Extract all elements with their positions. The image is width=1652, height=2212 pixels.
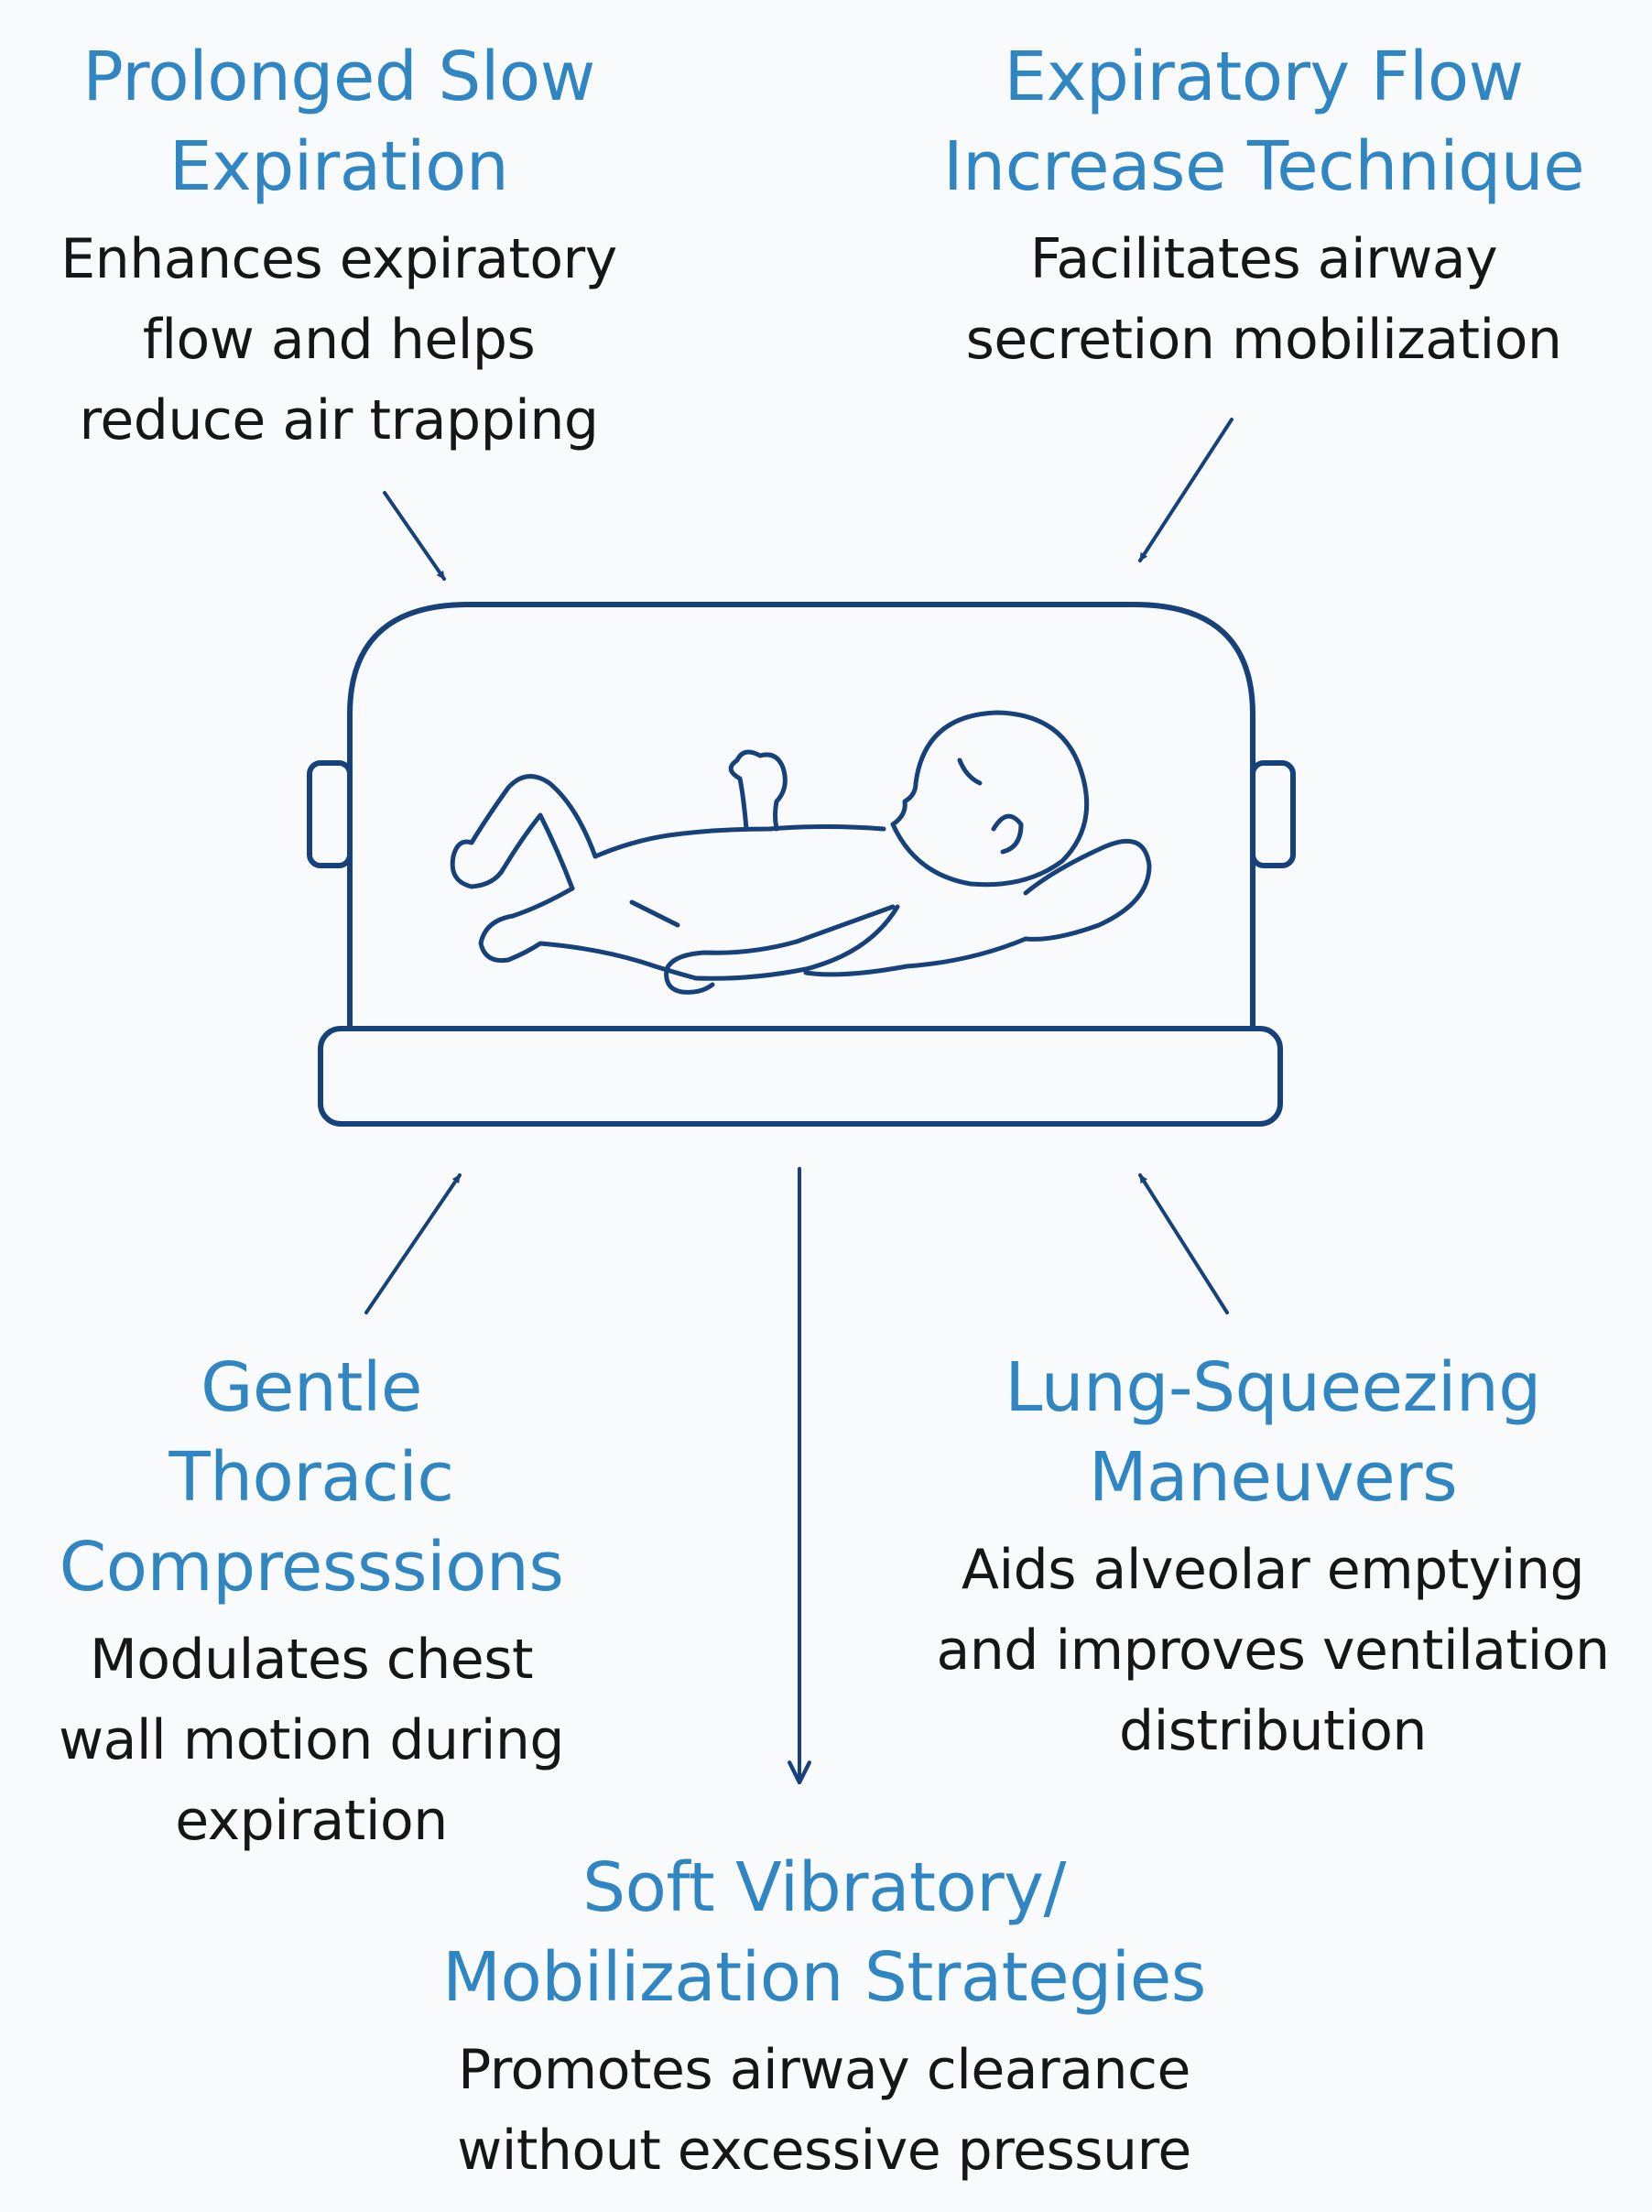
title-line: Gentle bbox=[201, 1348, 422, 1427]
infant-icon bbox=[450, 710, 1152, 995]
technique-lung-squeezing-maneuvers: Lung-Squeezing Maneuvers Aids alveolar e… bbox=[907, 1343, 1639, 1771]
title-line: Mobilization Strategies bbox=[442, 1938, 1206, 2017]
arrow-prolonged-slow-expiration bbox=[383, 491, 446, 581]
title-line: Expiration bbox=[168, 127, 509, 206]
incubator-left-handle bbox=[307, 760, 353, 868]
technique-gentle-thoracic-compressions: Gentle Thoracic Compresssions Modulates … bbox=[18, 1343, 604, 1861]
desc-line: Modulates chest bbox=[89, 1628, 534, 1692]
desc-line: expiration bbox=[175, 1789, 448, 1853]
technique-title: Prolonged Slow Expiration bbox=[18, 32, 659, 212]
desc-line: reduce air trapping bbox=[79, 388, 599, 452]
technique-description: Promotes airway clearance without excess… bbox=[394, 2030, 1255, 2191]
desc-line: and improves ventilation bbox=[936, 1618, 1610, 1683]
desc-line: Promotes airway clearance bbox=[458, 2038, 1190, 2102]
title-line: Prolonged Slow bbox=[82, 38, 595, 116]
desc-line: secretion mobilization bbox=[965, 308, 1562, 372]
desc-line: without excessive pressure bbox=[457, 2119, 1191, 2183]
desc-line: Facilitates airway bbox=[1029, 227, 1498, 291]
technique-description: Modulates chest wall motion during expir… bbox=[18, 1619, 604, 1861]
arrow-expiratory-flow-increase bbox=[1138, 418, 1234, 562]
technique-title: Expiratory Flow Increase Technique bbox=[897, 32, 1630, 212]
title-line: Soft Vibratory/ bbox=[582, 1848, 1066, 1927]
technique-soft-vibratory-mobilization: Soft Vibratory/ Mobilization Strategies … bbox=[394, 1843, 1255, 2191]
incubator-hood bbox=[347, 602, 1255, 1031]
desc-line: wall motion during bbox=[59, 1708, 564, 1772]
incubator-right-handle bbox=[1250, 760, 1296, 868]
technique-title: Soft Vibratory/ Mobilization Strategies bbox=[394, 1843, 1255, 2022]
title-line: Maneuvers bbox=[1088, 1438, 1458, 1517]
title-line: Thoracic bbox=[168, 1438, 454, 1517]
technique-expiratory-flow-increase: Expiratory Flow Increase Technique Facil… bbox=[897, 32, 1630, 380]
title-line: Increase Technique bbox=[942, 127, 1585, 206]
technique-title: Gentle Thoracic Compresssions bbox=[18, 1343, 604, 1612]
technique-description: Enhances expiratory flow and helps reduc… bbox=[18, 219, 659, 461]
infant-incubator-icon bbox=[307, 602, 1296, 1127]
desc-line: flow and helps bbox=[142, 308, 536, 372]
title-line: Expiratory Flow bbox=[1004, 38, 1524, 116]
desc-line: distribution bbox=[1119, 1699, 1427, 1763]
technique-description: Facilitates airway secretion mobilizatio… bbox=[897, 219, 1630, 380]
arrow-lung-squeezing-maneuvers bbox=[1138, 1173, 1229, 1314]
title-line: Lung-Squeezing bbox=[1005, 1348, 1541, 1427]
title-line: Compresssions bbox=[59, 1528, 564, 1607]
technique-title: Lung-Squeezing Maneuvers bbox=[907, 1343, 1639, 1522]
incubator-base bbox=[318, 1026, 1283, 1127]
arrow-gentle-thoracic-compressions bbox=[364, 1173, 462, 1314]
technique-description: Aids alveolar emptying and improves vent… bbox=[907, 1530, 1639, 1771]
desc-line: Aids alveolar emptying bbox=[961, 1538, 1585, 1602]
technique-prolonged-slow-expiration: Prolonged Slow Expiration Enhances expir… bbox=[18, 32, 659, 461]
arrows bbox=[364, 418, 1234, 1785]
desc-line: Enhances expiratory bbox=[60, 227, 617, 291]
